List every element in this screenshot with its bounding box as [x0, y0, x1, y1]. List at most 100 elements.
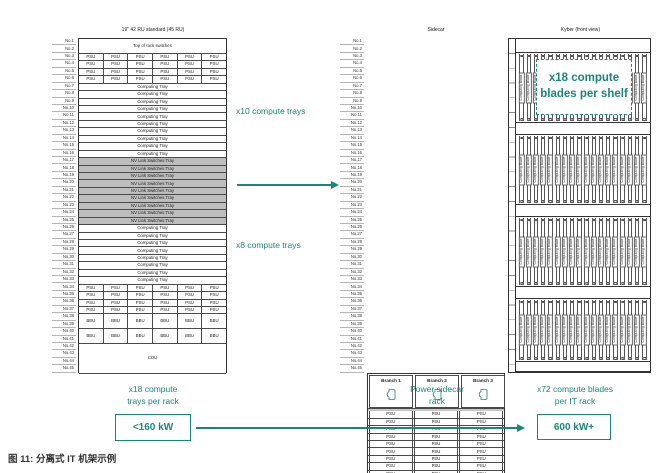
- blade-label: Computing Blade: [554, 235, 561, 268]
- blade-label: Computing Blade: [598, 235, 604, 268]
- ru-number: No.15: [52, 142, 76, 150]
- blade-label: Computing Blade: [634, 314, 640, 346]
- rack-cell: PSU: [127, 284, 152, 292]
- blade-label: Computing Blade: [634, 235, 640, 268]
- rack-cell: PSU: [459, 418, 504, 426]
- rack-cell: Computing Tray: [137, 143, 168, 149]
- blade-label: Computing Blade: [590, 235, 597, 268]
- ru-number: No.40: [340, 328, 364, 336]
- blade-label: Computing Blade: [533, 314, 539, 346]
- rack-row: Computing Tray: [79, 247, 226, 255]
- rack-row: NV Link Switches Tray: [79, 180, 226, 188]
- compute-blade: Computing Blade: [612, 136, 619, 203]
- blade-label: Computing Blade: [562, 153, 568, 186]
- ru-number: No.12: [340, 120, 364, 128]
- rack-cell: PSU: [368, 411, 413, 418]
- rack-cell: NV Link Switches Tray: [131, 217, 174, 223]
- rack-cell: PSU: [413, 455, 459, 463]
- rack-cell: PSU: [102, 53, 128, 61]
- blade-label: Computing Blade: [605, 153, 612, 186]
- ru-number: No.5: [340, 68, 364, 76]
- blade-label: Computing Blade: [533, 235, 539, 268]
- blade-label: Computing Blade: [627, 153, 633, 186]
- rack-row: Computing Tray: [79, 135, 226, 144]
- compute-blade: Computing Blade: [619, 300, 626, 360]
- rack-row: Computing Tray: [79, 106, 226, 114]
- rack-cell: BBU: [152, 329, 177, 344]
- blade-label: Computing Blade: [641, 235, 648, 268]
- rack-cell: PSU: [201, 292, 226, 299]
- rack-row: Computing Tray: [79, 254, 226, 263]
- rack-cell: PSU: [86, 307, 96, 313]
- ru-number: No.28: [340, 239, 364, 247]
- rack-cell: BBU: [176, 314, 202, 329]
- rack-cell: PSU: [459, 455, 504, 463]
- rack-row: NV Link Switches Tray: [79, 202, 226, 211]
- ru-number: No.21: [340, 187, 364, 195]
- blade-label: Computing Blade: [547, 235, 554, 268]
- compute-blade: Computing Blade: [619, 218, 626, 285]
- bottom-arrow-head-icon: [517, 424, 525, 432]
- blade-label: Computing Blade: [569, 235, 575, 268]
- rack-cell: PSU: [152, 61, 177, 68]
- rack-cell: PSU: [86, 53, 96, 59]
- rack-row: Computing Tray: [79, 120, 226, 129]
- blade-label: Computing Blade: [554, 314, 561, 346]
- rack-row: CDU: [79, 344, 226, 374]
- ru-number: No.2: [52, 45, 76, 53]
- rack-cell: PSU: [201, 61, 226, 68]
- rack-row: Computing Tray: [79, 232, 226, 240]
- rack-cell: NV Link Switches Tray: [131, 180, 174, 186]
- compute-blade: Computing Blade: [518, 300, 525, 360]
- compute-blade: Computing Blade: [562, 136, 568, 203]
- rack-cell: PSU: [413, 433, 459, 440]
- rack-cell: BBU: [127, 314, 152, 329]
- rack-cell: BBU: [127, 329, 152, 344]
- rack-cell: PSU: [86, 299, 96, 305]
- rack-cell: CDU: [147, 355, 158, 361]
- ru-number: No.18: [340, 164, 364, 172]
- ru-number: No.28: [52, 239, 76, 247]
- rack-cell: Top of rack switches: [133, 42, 172, 48]
- rack-cell: BBU: [201, 329, 226, 344]
- ru-number: No.25: [52, 217, 76, 224]
- kyber-overlay-line1: x18 compute: [548, 72, 620, 85]
- rack-cell: Computing Tray: [137, 232, 168, 238]
- power-box-160kw: <160 kW: [115, 414, 191, 441]
- ru-number: No.44: [52, 358, 76, 366]
- rack-cell: Computing Tray: [137, 225, 168, 231]
- compute-blade: Computing Blade: [612, 218, 619, 285]
- rack-cell: Computing Tray: [137, 135, 168, 141]
- ru-number: No.6: [52, 75, 76, 83]
- rack-row: NV Link Switches Tray: [79, 217, 226, 226]
- compute-blade: Computing Blade: [583, 136, 590, 203]
- rack-cell: PSU: [127, 61, 152, 68]
- power-box-600kw: 600 kW+: [537, 414, 611, 440]
- note-x18-line2: trays per rack: [127, 395, 179, 406]
- fan-icon: [475, 383, 490, 407]
- rack-cell: PSU: [459, 441, 504, 448]
- blade-label: Computing Blade: [525, 153, 532, 186]
- blade-label: Computing Blade: [605, 314, 612, 346]
- rack-cell: PSU: [368, 470, 413, 473]
- rack-cell: Computing Tray: [137, 277, 168, 283]
- rack-cell: NV Link Switches Tray: [131, 158, 174, 164]
- rack-cell: BBU: [176, 329, 202, 344]
- blade-label: Computing Blade: [518, 314, 525, 346]
- blade-label: Computing Blade: [547, 153, 554, 186]
- rack-cell: PSU: [176, 307, 202, 314]
- rack-cell: PSU: [201, 53, 226, 61]
- rack-cell: PSU: [102, 307, 128, 314]
- ru-number: No.6: [340, 75, 364, 83]
- ru-number: No.17: [340, 157, 364, 165]
- rack-cell: PSU: [368, 455, 413, 463]
- rack-row: Computing Tray: [79, 98, 226, 106]
- blade-label: Computing Blade: [562, 235, 568, 268]
- compute-blade: Computing Blade: [547, 300, 554, 360]
- ru-number: No.3: [52, 53, 76, 61]
